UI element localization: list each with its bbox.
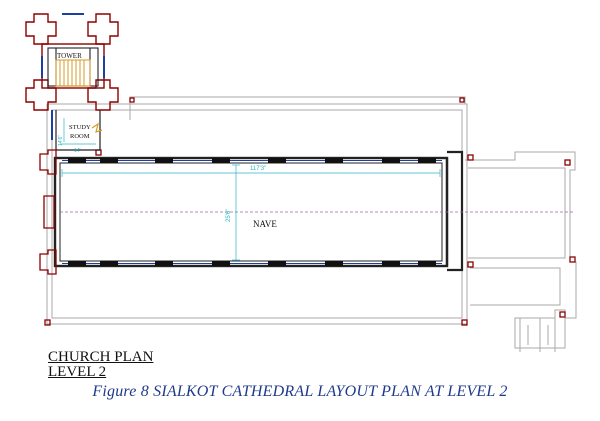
window-pier <box>155 158 173 163</box>
figure-caption: Figure 8 SIALKOT CATHEDRAL LAYOUT PLAN A… <box>92 383 508 400</box>
window-pier <box>325 261 343 266</box>
window-pier <box>68 261 86 266</box>
window-pier <box>382 261 400 266</box>
window-pier <box>268 261 286 266</box>
window-pier <box>268 158 286 163</box>
nave-windows <box>62 158 442 266</box>
width-dimension: 25'6" <box>226 209 232 222</box>
window-pier <box>100 261 118 266</box>
window-pier <box>155 261 173 266</box>
tower-stair <box>55 59 91 87</box>
window-pier <box>212 158 230 163</box>
study-label: STUDY <box>69 124 91 131</box>
plan-title-line2: LEVEL 2 <box>48 364 107 380</box>
window-pier <box>418 261 436 266</box>
room-label: ROOM <box>70 133 90 140</box>
tower-label: TOWER <box>57 52 82 60</box>
east-end-wall <box>445 150 464 272</box>
study-depth-dimension: 14'6" <box>58 135 64 146</box>
outer-outline <box>46 96 577 352</box>
window-pier <box>382 158 400 163</box>
pier-markers <box>44 97 576 326</box>
window-pier <box>100 158 118 163</box>
nave-label: NAVE <box>253 219 277 229</box>
window-pier <box>418 158 436 163</box>
west-buttresses <box>39 149 57 275</box>
plan-title-line1: CHURCH PLAN <box>48 349 154 365</box>
window-pier <box>68 158 86 163</box>
tower-openings <box>41 13 105 140</box>
study-room <box>55 110 103 151</box>
plan-title: CHURCH PLAN LEVEL 2 <box>48 350 153 380</box>
dimension-lines <box>61 164 441 261</box>
window-pier <box>212 261 230 266</box>
study-width-dimension: 14' <box>74 148 81 154</box>
length-dimension: 117'3" <box>250 166 266 172</box>
window-pier <box>325 158 343 163</box>
